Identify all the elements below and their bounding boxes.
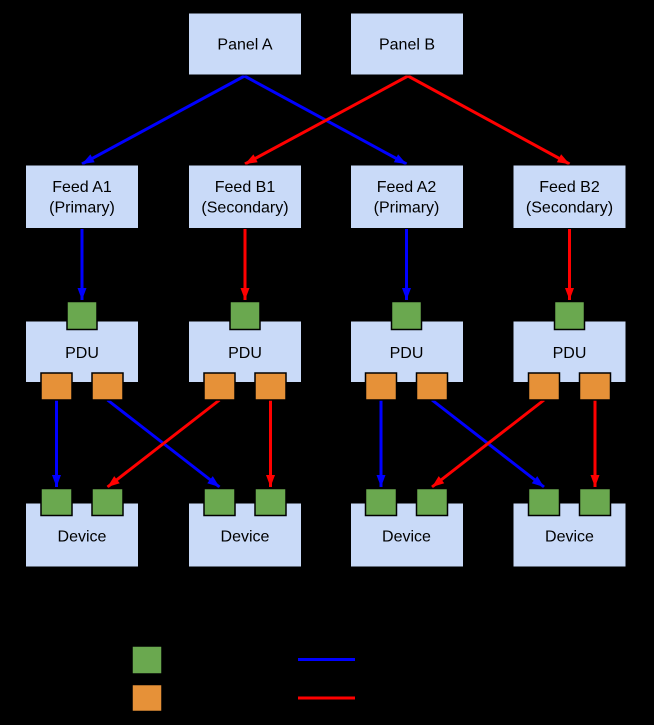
svg-text:Feed B2: Feed B2 bbox=[539, 179, 600, 196]
svg-text:Feed B1: Feed B1 bbox=[215, 179, 276, 196]
svg-text:(Secondary): (Secondary) bbox=[526, 200, 613, 217]
svg-text:Device: Device bbox=[58, 529, 107, 546]
svg-text:PDU: PDU bbox=[228, 345, 262, 362]
svg-text:Device: Device bbox=[545, 529, 594, 546]
svg-text:Panel B: Panel B bbox=[379, 37, 435, 54]
svg-text:Panel A: Panel A bbox=[217, 37, 272, 54]
svg-text:(Secondary): (Secondary) bbox=[201, 200, 288, 217]
svg-text:PDU: PDU bbox=[390, 345, 424, 362]
svg-text:Device: Device bbox=[382, 529, 431, 546]
svg-text:Feed A2: Feed A2 bbox=[377, 179, 437, 196]
svg-text:PDU: PDU bbox=[553, 345, 587, 362]
svg-text:Device: Device bbox=[221, 529, 270, 546]
svg-text:(Primary): (Primary) bbox=[49, 200, 115, 217]
svg-text:Feed A1: Feed A1 bbox=[52, 179, 112, 196]
svg-text:(Primary): (Primary) bbox=[374, 200, 440, 217]
svg-text:PDU: PDU bbox=[65, 345, 99, 362]
